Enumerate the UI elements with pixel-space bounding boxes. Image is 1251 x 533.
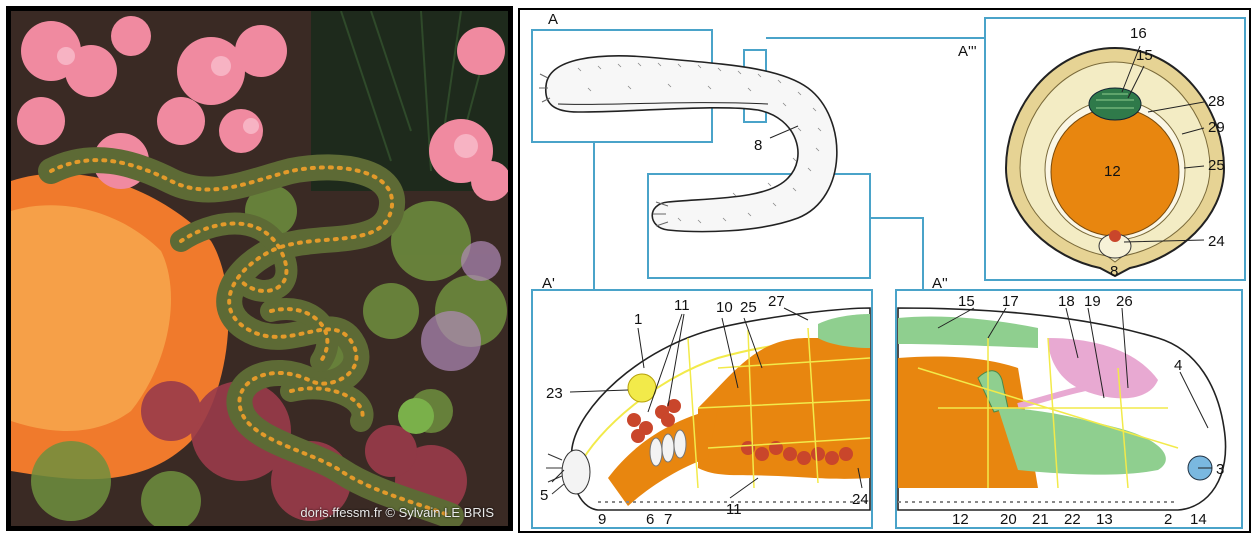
- label-19: 19: [1084, 293, 1101, 310]
- panel-label-a-triple-prime: A''': [958, 43, 977, 60]
- label-4: 4: [1174, 357, 1182, 374]
- label-21: 21: [1032, 511, 1049, 528]
- label-14: 14: [1190, 511, 1207, 528]
- label-17: 17: [1002, 293, 1019, 310]
- photo-credit: doris.ffessm.fr © Sylvain LE BRIS: [300, 505, 494, 520]
- label-13: 13: [1096, 511, 1113, 528]
- label-20: 20: [1000, 511, 1017, 528]
- label-28: 28: [1208, 93, 1225, 110]
- label-5: 5: [540, 487, 548, 504]
- label-8-section: 8: [1110, 263, 1118, 280]
- reef-photo-illustration: [11, 11, 508, 526]
- label-11-bottom: 11: [726, 501, 742, 518]
- label-11-top: 11: [674, 297, 690, 314]
- label-10: 10: [716, 299, 733, 316]
- label-8-top: 8: [754, 137, 762, 154]
- label-23: 23: [546, 385, 563, 402]
- panel-label-a-double-prime: A'': [932, 275, 948, 292]
- label-7: 7: [664, 511, 672, 528]
- label-6: 6: [646, 511, 654, 528]
- panel-label-a: A: [548, 11, 558, 28]
- label-24: 24: [852, 491, 869, 508]
- label-25-section: 25: [1208, 157, 1225, 174]
- label-15-section: 15: [1136, 47, 1153, 64]
- specimen-photo: doris.ffessm.fr © Sylvain LE BRIS: [6, 6, 513, 531]
- label-12-section: 12: [1104, 163, 1121, 180]
- label-29: 29: [1208, 119, 1225, 136]
- anatomy-diagram-svg: A A''' A' A'' 8 16 15 28 29 12 25 24 8 1…: [518, 8, 1251, 533]
- label-15: 15: [958, 293, 975, 310]
- label-1: 1: [634, 311, 642, 328]
- label-12: 12: [952, 511, 969, 528]
- label-27: 27: [768, 293, 785, 310]
- panel-label-a-prime: A': [542, 275, 555, 292]
- label-2: 2: [1164, 511, 1172, 528]
- label-25: 25: [740, 299, 757, 316]
- anatomy-diagram: A A''' A' A'' 8 16 15 28 29 12 25 24 8 1…: [518, 8, 1251, 533]
- label-18: 18: [1058, 293, 1075, 310]
- label-3: 3: [1216, 461, 1224, 478]
- label-26: 26: [1116, 293, 1133, 310]
- label-16: 16: [1130, 25, 1147, 42]
- label-24-section: 24: [1208, 233, 1225, 250]
- label-22: 22: [1064, 511, 1081, 528]
- label-9: 9: [598, 511, 606, 528]
